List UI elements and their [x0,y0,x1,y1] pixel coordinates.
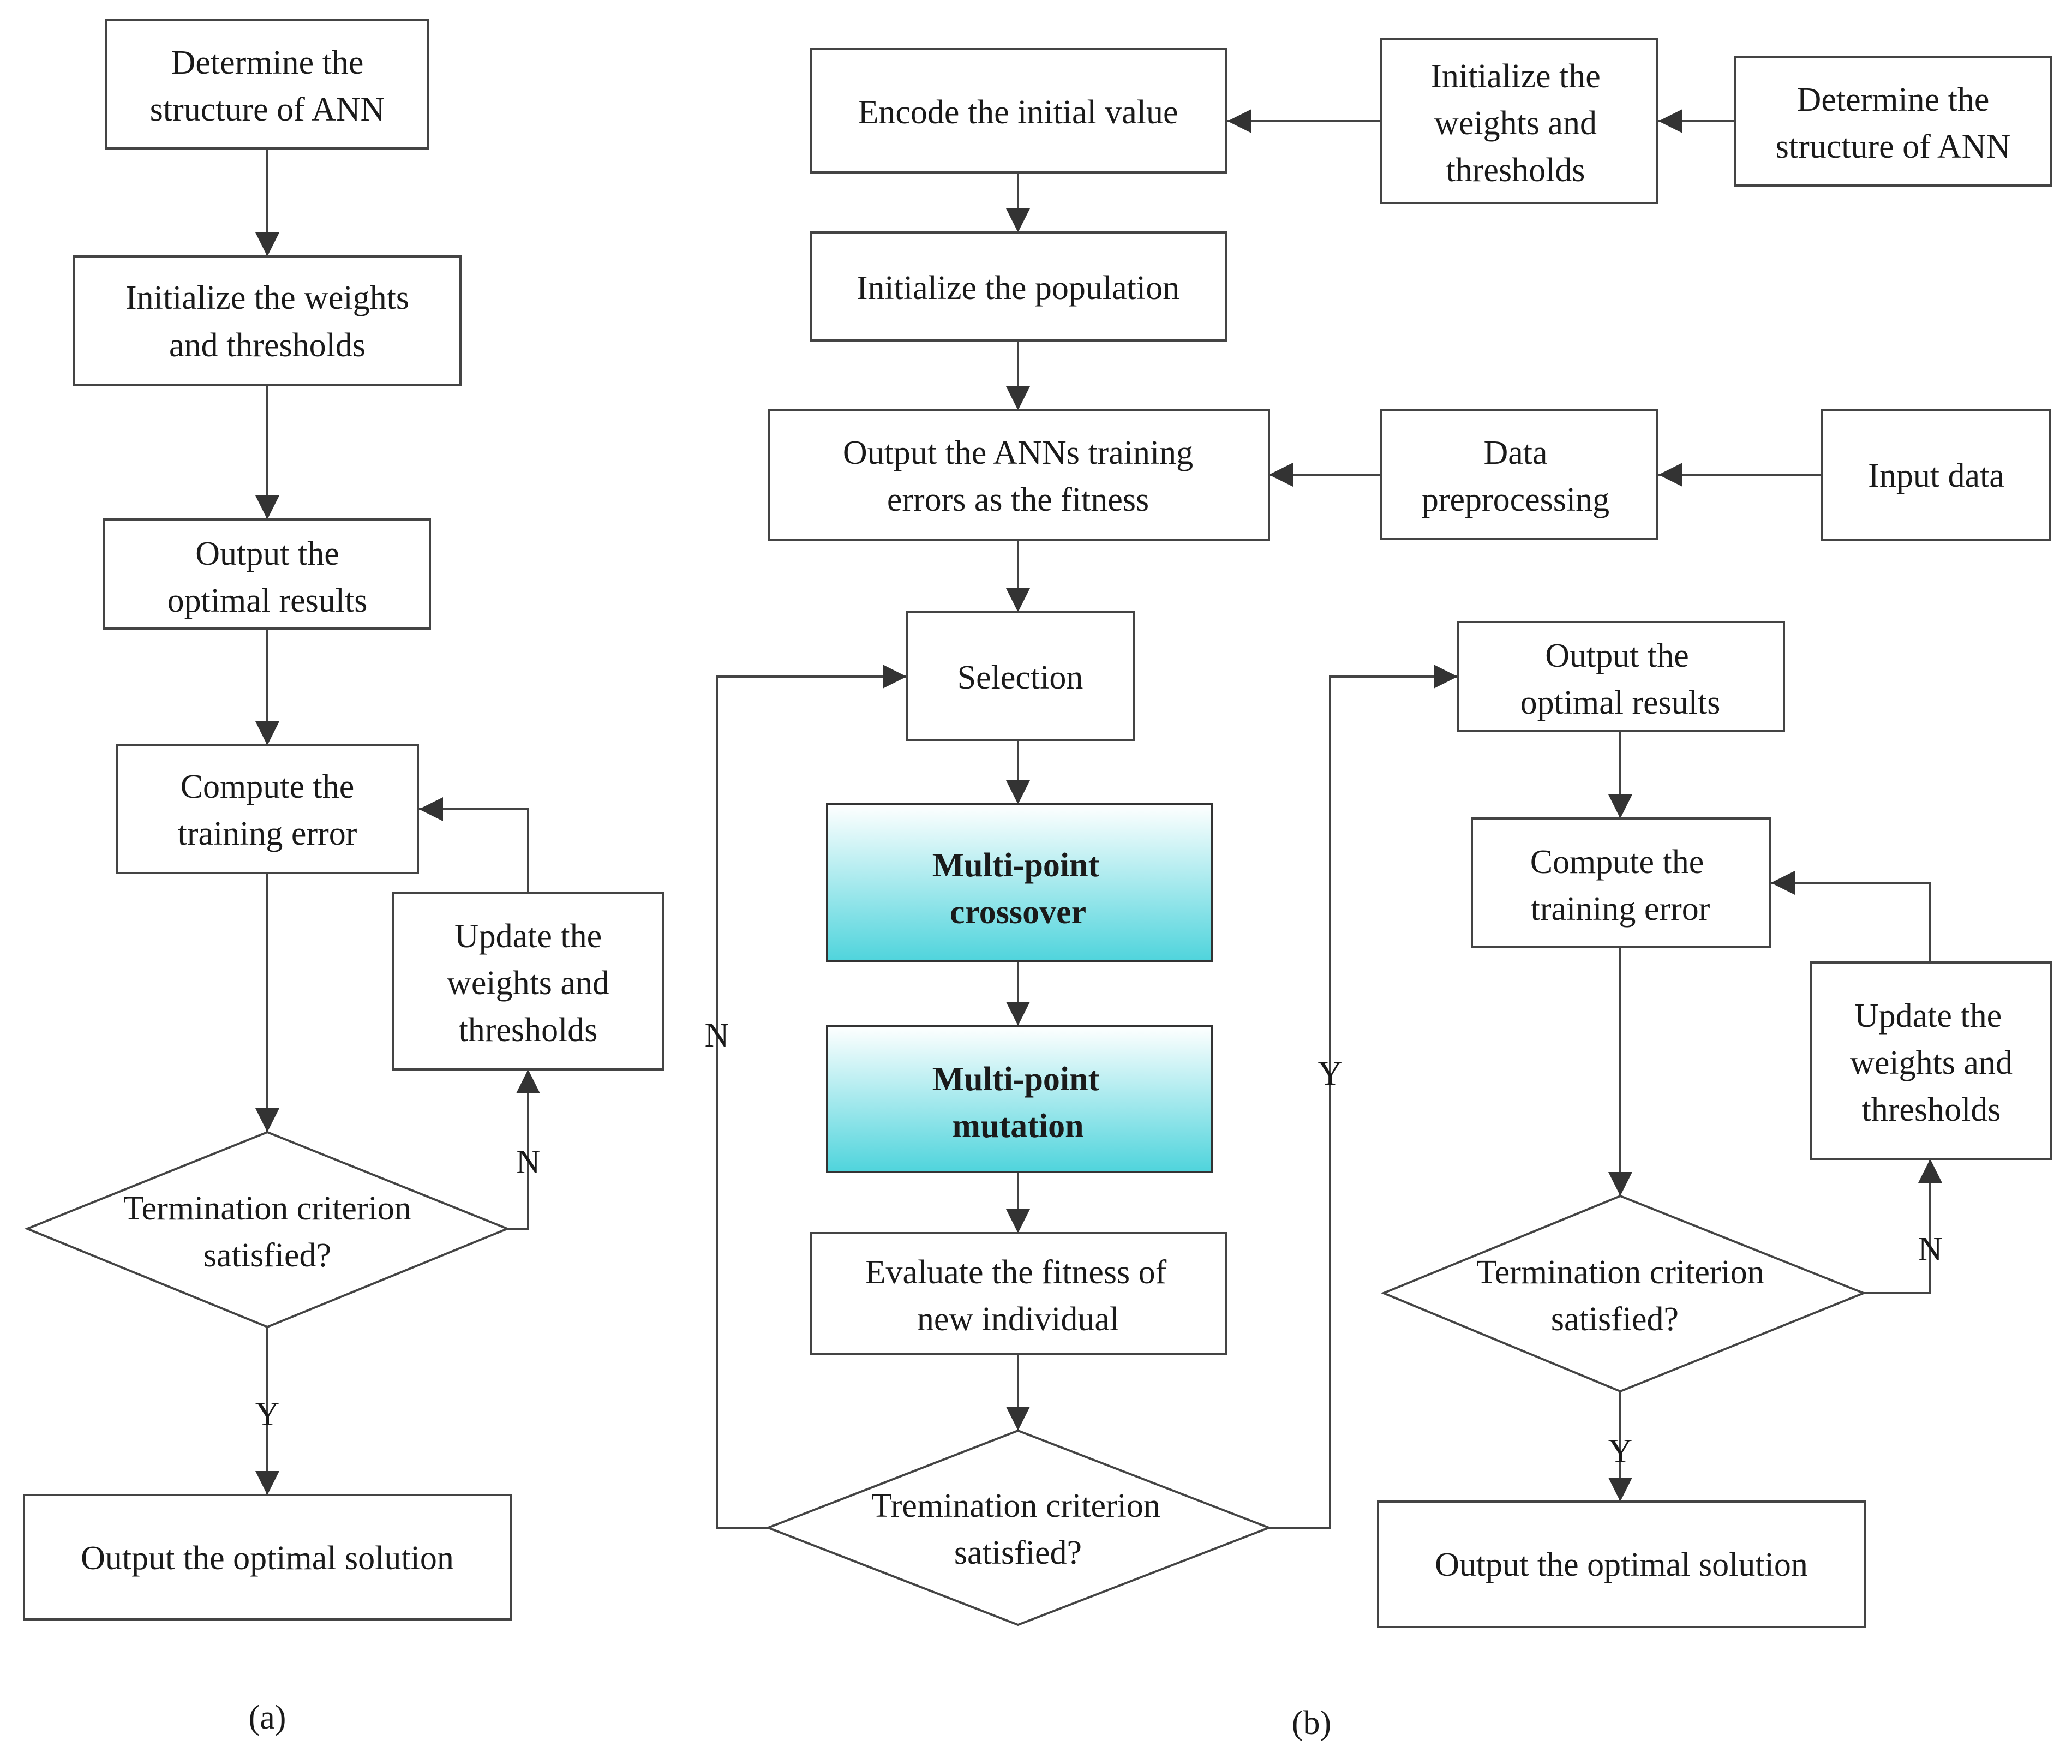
a-init-weights-box: Initialize the weights and thresholds [73,255,462,386]
b-output-fitness-box: Output the ANNs training errors as the f… [768,409,1270,541]
b-termination-diamond: Termination criterion satisfied? [1380,1194,1867,1393]
b-termination-line1: Termination criterion [1476,1254,1764,1291]
panel-b: Encode the initial value Initialize the … [705,38,2052,1742]
b-encode-box: Encode the initial value [810,48,1227,174]
b-mutation-line2: mutation [952,1108,1083,1145]
b-selection-text: Selection [957,659,1083,696]
a-determine-structure-box: Determine the structure of ANN [105,19,429,150]
a-compute-error-line1: Compute the [181,768,355,805]
b-crossover-line1: Multi-point [932,847,1100,884]
b-init-weights-box: Initialize the weights and thresholds [1380,38,1658,204]
b-compute-error-line2: training error [1531,890,1710,928]
b-evaluate-box: Evaluate the fitness of new individual [810,1232,1227,1355]
a-output-results-line2: optimal results [167,582,368,619]
a-output-solution-box: Output the optimal solution [23,1494,512,1621]
b-output-optimal-results-box: Output the optimal results [1457,621,1785,732]
b-update-weights-line3: thresholds [1862,1091,2001,1128]
b-output-fitness-line2: errors as the fitness [887,481,1149,518]
b-mutation-line1: Multi-point [932,1061,1100,1098]
b-input-data-box: Input data [1821,409,2051,541]
b-init-population-text: Initialize the population [857,270,1179,307]
b-data-preprocessing-line1: Data [1483,434,1547,471]
b-init-weights-line3: thresholds [1446,152,1585,189]
b-tremination-line1: Tremination criterion [871,1487,1160,1524]
b-output-solution-text: Output the optimal solution [1435,1546,1808,1583]
b-selection-box: Selection [906,611,1135,741]
arrow-b-termination-no-to-update [1864,1159,1942,1294]
b-output-solution-box: Output the optimal solution [1377,1500,1866,1628]
a-update-weights-line2: weights and [447,965,609,1002]
a-compute-error-line2: training error [178,815,357,852]
b-update-weights-line2: weights and [1850,1044,2013,1081]
a-output-solution-text: Output the optimal solution [81,1540,454,1577]
a-determine-structure-line1: Determine the [171,44,364,81]
b-tremination-diamond: Tremination criterion satisfied? [765,1429,1272,1627]
a-output-optimal-results-box: Output the optimal results [103,518,431,630]
panel-a: Determine the structure of ANN Initializ… [23,19,664,1736]
b-init-weights-line1: Initialize the [1430,58,1601,95]
b-update-weights-box: Update the weights and thresholds [1810,961,2052,1160]
b-data-preprocessing-line2: preprocessing [1422,481,1609,518]
b-crossover-box: Multi-point crossover [826,803,1213,962]
a-output-results-line1: Output the [195,535,339,572]
b-output-fitness-line1: Output the ANNs training [843,434,1193,471]
a-init-weights-line1: Initialize the weights [125,279,409,316]
b-evaluate-line2: new individual [917,1301,1119,1338]
caption-b: (b) [1292,1705,1331,1742]
arrow-a-update-to-compute [419,797,529,893]
a-init-weights-line2: and thresholds [169,327,366,364]
b-crossover-line2: crossover [950,894,1086,931]
arrow-b-update-to-compute [1771,871,1931,962]
b-mutation-box: Multi-point mutation [826,1025,1213,1173]
b-determine-structure-box: Determine the structure of ANN [1734,56,2052,187]
b-termination-line2: satisfied? [1551,1301,1679,1338]
a-update-weights-line3: thresholds [459,1012,598,1049]
b-init-population-box: Initialize the population [810,231,1227,342]
arrow-b-tremination-yes-to-output [1269,665,1458,1529]
caption-a: (a) [249,1699,286,1736]
b-determine-structure-line1: Determine the [1797,81,1990,118]
b-init-weights-line2: weights and [1434,105,1597,142]
b-compute-error-line1: Compute the [1530,844,1704,881]
b-evaluate-line1: Evaluate the fitness of [865,1254,1167,1291]
a-label-no: N [516,1144,541,1181]
b-update-weights-line1: Update the [1854,997,2002,1035]
b-label-no: N [705,1017,729,1054]
b-label-yes: Y [1318,1055,1343,1092]
a-termination-diamond: Termination criterion satisfied? [24,1131,511,1329]
b-determine-structure-line2: structure of ANN [1776,128,2010,165]
b-input-data-text: Input data [1868,457,2004,494]
b-output-results-line2: optimal results [1520,684,1721,721]
b-encode-text: Encode the initial value [858,94,1178,131]
a-update-weights-line1: Update the [454,918,602,955]
b-label-yes-2: Y [1608,1433,1633,1470]
a-determine-structure-line2: structure of ANN [150,91,385,128]
a-compute-error-box: Compute the training error [116,744,419,874]
b-data-preprocessing-box: Data preprocessing [1380,409,1658,540]
b-compute-error-box: Compute the training error [1471,817,1771,948]
b-label-no-2: N [1918,1231,1943,1268]
arrow-b-tremination-no-to-selection [716,665,907,1529]
a-termination-line2: satisfied? [203,1237,331,1274]
b-tremination-line2: satisfied? [954,1534,1082,1571]
a-update-weights-box: Update the weights and thresholds [392,892,664,1071]
a-label-yes: Y [255,1396,280,1433]
arrow-a-termination-no-to-update [507,1069,540,1230]
b-output-results-line1: Output the [1545,637,1688,674]
a-termination-line1: Termination criterion [123,1190,411,1227]
